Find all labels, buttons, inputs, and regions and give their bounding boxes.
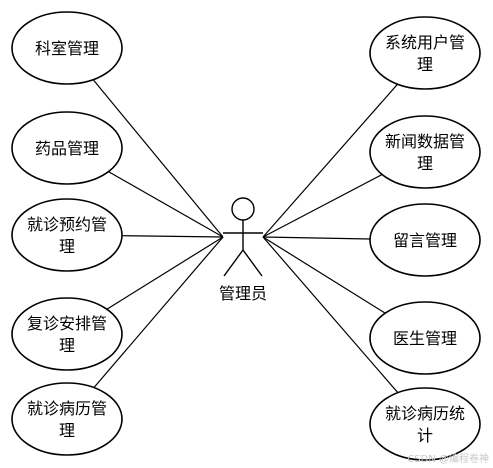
use-case-label: 理 <box>59 336 75 355</box>
use-case-ellipse <box>369 301 481 375</box>
left-association-line-2 <box>108 171 224 238</box>
use-case-label: 理 <box>59 237 75 256</box>
use-case-label: 理 <box>417 55 433 74</box>
use-case-ellipse <box>11 11 123 85</box>
use-case-label: 医生管理 <box>393 329 457 348</box>
actor-left-leg <box>223 249 244 277</box>
right-association-line-4 <box>262 236 386 314</box>
actor-head <box>231 197 255 221</box>
use-case-label: 新闻数据管 <box>385 132 465 151</box>
left-use-case-1: 科室管理 <box>11 11 123 85</box>
left-association-line-5 <box>93 236 224 388</box>
right-association-line-5 <box>262 236 399 394</box>
right-association-line-1 <box>262 83 398 238</box>
left-association-line-4 <box>106 236 224 310</box>
use-case-label: 复诊安排管 <box>27 314 107 333</box>
actor-label: 管理员 <box>219 284 267 303</box>
use-case-label: 理 <box>417 154 433 173</box>
use-case-label: 系统用户管 <box>385 33 465 52</box>
actor-right-leg <box>242 249 263 277</box>
watermark: CSDN @编程卷神 <box>407 452 489 465</box>
use-case-ellipse <box>369 387 481 461</box>
use-case-ellipse <box>11 198 123 272</box>
use-case-label: 计 <box>417 426 433 445</box>
use-case-label: 理 <box>59 421 75 440</box>
actor-manager: 管理员 <box>219 197 267 303</box>
use-case-label: 药品管理 <box>35 139 99 158</box>
use-case-ellipse <box>11 382 123 456</box>
use-case-ellipse <box>369 115 481 189</box>
use-case-label: 就诊病历管 <box>27 399 107 418</box>
use-case-label: 就诊病历统 <box>385 404 465 423</box>
use-case-ellipse <box>11 111 123 185</box>
right-use-case-3: 留言管理 <box>369 203 481 277</box>
right-association-line-2 <box>262 173 383 238</box>
use-case-label: 就诊预约管 <box>27 215 107 234</box>
right-use-case-4: 医生管理 <box>369 301 481 375</box>
use-case-ellipse <box>369 203 481 277</box>
use-case-label: 科室管理 <box>35 39 99 58</box>
use-case-label: 留言管理 <box>393 231 457 250</box>
left-use-case-2: 药品管理 <box>11 111 123 185</box>
use-case-ellipse <box>369 16 481 90</box>
left-association-line-1 <box>92 79 224 238</box>
use-case-ellipse <box>11 297 123 371</box>
left-association-line-3 <box>121 235 224 238</box>
right-association-line-3 <box>262 236 371 240</box>
